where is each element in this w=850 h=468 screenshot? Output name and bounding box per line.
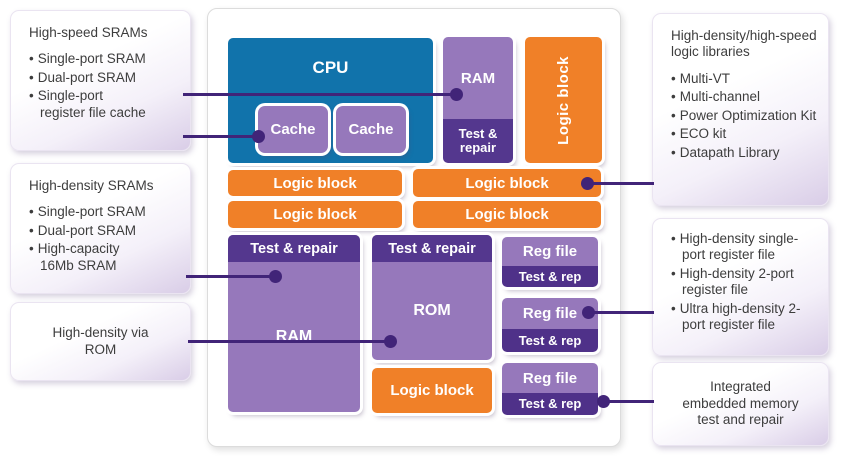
callout-item: Power Optimization Kit: [671, 108, 818, 124]
connector-dot: [582, 306, 595, 319]
cache-label: Cache: [348, 121, 394, 138]
ram-main-test-repair: Test & repair: [228, 235, 360, 262]
callout-item: High-density single-port register file: [671, 231, 818, 264]
callout-list: High-density single-port register file H…: [671, 231, 818, 334]
connector-dot: [450, 88, 463, 101]
logic-block-bar: Logic block: [413, 201, 601, 228]
connector-hd-srams-to-ram: [186, 275, 275, 278]
cache-block-2: Cache: [336, 106, 406, 153]
reg-file-test-rep: Test & rep: [502, 393, 598, 415]
connector-hs-srams-to-cache: [183, 135, 258, 138]
connector-logic-to-libraries: [587, 182, 654, 185]
connector-dot: [384, 335, 397, 348]
reg-file-test-rep: Test & rep: [502, 329, 598, 352]
callout-logic-libraries: High-density/high-speed logic libraries …: [652, 13, 829, 206]
callout-title: High-speed SRAMs: [29, 25, 148, 40]
callout-register-files: High-density single-port register file H…: [652, 218, 829, 356]
reg-file-label: Reg file: [522, 243, 578, 260]
connector-dot: [581, 177, 594, 190]
callout-test-and-repair: Integrated embedded memory test and repa…: [652, 362, 829, 446]
connector-regfile-to-callout: [588, 311, 654, 314]
callout-item: Single-port SRAM: [29, 204, 179, 220]
connector-testrep-to-callout: [603, 400, 654, 403]
connector-via-rom-to-rom: [188, 340, 390, 343]
callout-item: Dual-port SRAM: [29, 70, 179, 86]
logic-block-label: Logic block: [273, 174, 357, 192]
logic-block-bar: Logic block: [228, 201, 402, 228]
logic-block-bar: Logic block: [413, 169, 601, 197]
ram-main-label: RAM: [275, 328, 313, 345]
reg-file-label: Reg file: [522, 369, 578, 387]
callout-text: Integrated embedded memory test and repa…: [682, 379, 799, 428]
callout-item: Ultra high-density 2-port register file: [671, 301, 818, 334]
connector-dot: [597, 395, 610, 408]
logic-block-label: Logic block: [273, 206, 357, 223]
reg-file-block-1: Reg file Test & rep: [502, 237, 598, 287]
callout-high-speed-srams: High-speed SRAMs Single-port SRAM Dual-p…: [10, 10, 191, 151]
cache-block-1: Cache: [258, 106, 328, 153]
callout-title: High-density SRAMs: [29, 178, 154, 193]
callout-text: High-density via ROM: [52, 325, 149, 357]
ram-top-block: RAM Test & repair: [443, 37, 513, 163]
connector-dot: [269, 270, 282, 283]
ram-top-test-repair: Test & repair: [443, 119, 513, 163]
ram-main-block: Test & repair RAM: [228, 235, 360, 412]
logic-block-bar: Logic block: [228, 170, 402, 196]
callout-item: Datapath Library: [671, 145, 818, 161]
callout-via-rom: High-density via ROM: [10, 302, 191, 381]
rom-block: Test & repair ROM: [372, 235, 492, 360]
callout-item: Multi-VT: [671, 71, 818, 87]
reg-file-block-3: Reg file Test & rep: [502, 363, 598, 415]
callout-item: Dual-port SRAM: [29, 223, 179, 239]
logic-block-vertical-label: Logic block: [555, 55, 572, 145]
callout-item: ECO kit: [671, 126, 818, 142]
logic-block-label: Logic block: [390, 382, 474, 399]
logic-block-vertical: Logic block: [525, 37, 602, 163]
callout-item: Single-port SRAM: [29, 51, 179, 67]
callout-item: High-capacity 16Mb SRAM: [29, 241, 139, 274]
connector-dot: [252, 130, 265, 143]
callout-list: Multi-VT Multi-channel Power Optimizatio…: [671, 71, 818, 161]
callout-high-density-srams: High-density SRAMs Single-port SRAM Dual…: [10, 163, 191, 294]
cpu-label: CPU: [312, 58, 349, 77]
ram-top-label: RAM: [460, 69, 496, 87]
logic-block-label: Logic block: [465, 174, 549, 192]
callout-list: Single-port SRAM Dual-port SRAM High-cap…: [29, 204, 179, 274]
callout-item: High-density 2-port register file: [671, 266, 818, 299]
rom-test-repair: Test & repair: [372, 235, 492, 262]
callout-item: Single-port register file cache: [29, 88, 151, 121]
callout-item: Multi-channel: [671, 89, 818, 105]
rom-label: ROM: [413, 302, 451, 319]
callout-title: High-density/high-speed logic libraries: [671, 28, 817, 60]
logic-block-bottom: Logic block: [372, 368, 492, 413]
reg-file-test-rep: Test & rep: [502, 266, 598, 287]
reg-file-block-2: Reg file Test & rep: [502, 298, 598, 352]
logic-block-label: Logic block: [465, 206, 549, 223]
callout-list: Single-port SRAM Dual-port SRAM Single-p…: [29, 51, 179, 121]
reg-file-label: Reg file: [522, 305, 578, 322]
cache-label: Cache: [270, 121, 316, 138]
connector-hs-srams-to-ram: [183, 93, 457, 96]
